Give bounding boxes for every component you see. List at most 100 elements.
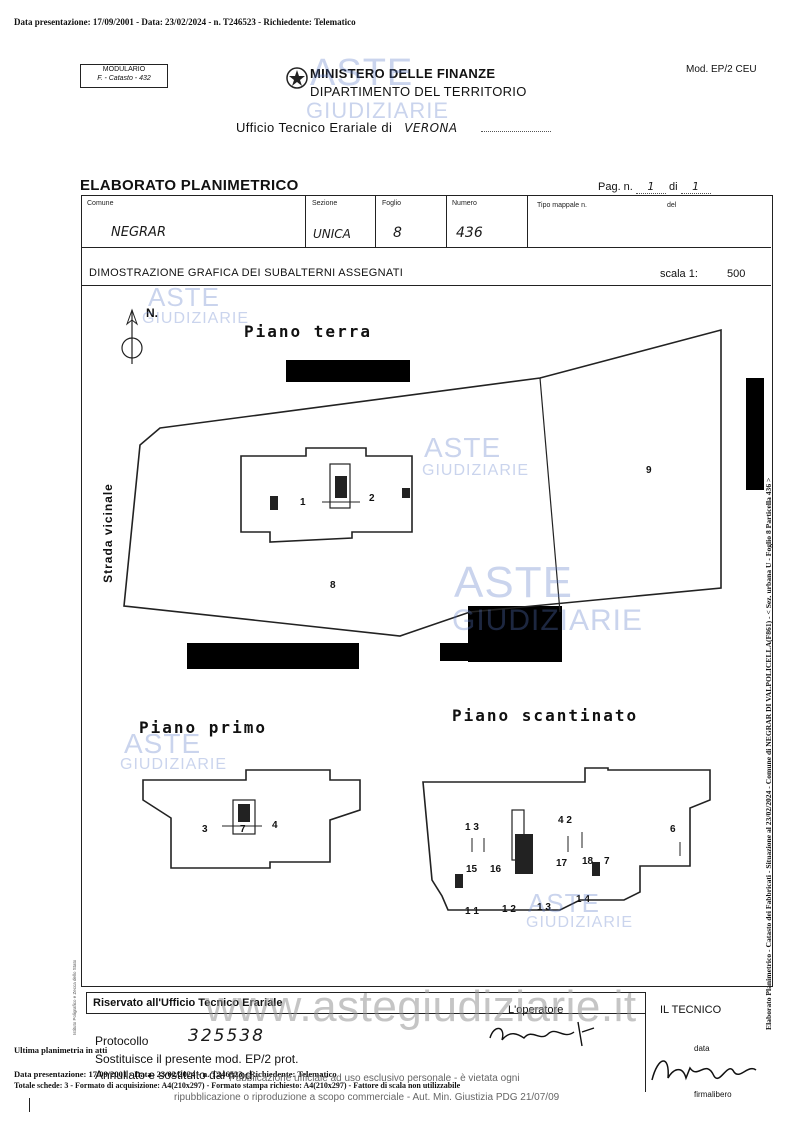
sub-label-17: 17	[556, 858, 568, 869]
sub-label-15: 15	[466, 864, 478, 875]
ufficio-label: Ufficio Tecnico Erariale di	[236, 120, 393, 135]
watermark-giudiziarie: GIUDIZIARIE	[422, 462, 530, 479]
modulario-line1: MODULARIO	[102, 66, 146, 73]
redaction-block	[746, 378, 764, 490]
side-text: Elaborato Planimetrico - Catasto dei Fab…	[764, 477, 773, 1030]
sezione-label: Sezione	[312, 200, 338, 207]
firma-label: firma	[694, 1090, 712, 1099]
libero-label: libero	[712, 1090, 732, 1099]
watermark-giudiziarie: GIUDIZIARIE	[142, 310, 250, 327]
annullato-line: Annullato e sostituito dal mod.	[95, 1068, 256, 1082]
document-title: ELABORATO PLANIMETRICO	[80, 177, 299, 194]
ground-building-outline	[240, 447, 413, 543]
di-label: di	[668, 181, 678, 193]
protocollo-value: 325538	[188, 1026, 265, 1046]
scale: scala 1: 500	[660, 268, 745, 280]
modulario-line2: F. - Catasto - 432	[97, 75, 151, 82]
sub-label-8: 8	[330, 580, 336, 591]
watermark-giudiziarie: GIUDIZIARIE	[120, 756, 228, 773]
data-label: data	[694, 1044, 710, 1053]
basement-outline	[422, 767, 711, 911]
comune-value: NEGRAR	[111, 225, 166, 240]
page-number: Pag. n. 1 di 1	[598, 180, 711, 194]
operatore-label: L'operatore	[508, 1004, 564, 1016]
north-label: N.	[146, 306, 158, 320]
sub-label-6: 6	[670, 824, 676, 835]
pag-label: Pag. n.	[598, 181, 633, 193]
redaction-block	[440, 643, 470, 661]
numero-label: Numero	[452, 200, 477, 207]
sub-label-13b: 1 3	[537, 902, 551, 913]
model-code: Mod. EP/2 CEU	[686, 64, 757, 75]
department-title: DIPARTIMENTO DEL TERRITORIO	[310, 84, 527, 99]
watermark-aste: ASTE	[124, 728, 202, 759]
sub-label-7b: 7	[240, 824, 246, 835]
watermark-giudiziarie: GIUDIZIARIE	[452, 604, 644, 637]
ufficio-dots	[481, 131, 552, 132]
pag-value: 1	[635, 180, 666, 194]
sub-label-11: 1 1	[465, 906, 479, 917]
di-value: 1	[680, 180, 711, 194]
left-vertical-wrapper: Istituto Poligrafico e Zecca dello Stato	[72, 905, 80, 1035]
del-label: del	[667, 202, 677, 209]
watermark-aste: ASTE	[148, 282, 220, 312]
header-line: Data presentazione: 17/09/2001 - Data: 2…	[14, 17, 356, 27]
demo-title: DIMOSTRAZIONE GRAFICA DEI SUBALTERNI ASS…	[89, 267, 404, 279]
sub-label-7: 7	[334, 466, 340, 477]
sub-label-7c: 7	[604, 856, 610, 867]
sezione-value: UNICA	[313, 227, 351, 241]
redaction-block	[468, 606, 562, 662]
sub-label-13: 1 3	[465, 822, 479, 833]
sub-label-18: 18	[582, 856, 594, 867]
ultima-planimetria: Ultima planimetria in atti	[14, 1045, 108, 1055]
sub-label-3: 3	[202, 824, 208, 835]
sostituisce-line: Sostituisce il presente mod. EP/2 prot.	[95, 1052, 299, 1066]
site-url-watermark: www.astegiudiziarie.it	[205, 982, 637, 1031]
sub-label-14: 1 4	[576, 894, 590, 905]
sub-label-1: 1	[300, 497, 306, 508]
numero-value: 436	[456, 225, 483, 241]
parcel-divider	[539, 377, 561, 613]
parcel-outline	[123, 328, 722, 637]
plan-title-primo: Piano primo	[139, 718, 267, 737]
footer-divider	[81, 986, 771, 987]
comune-label: Comune	[87, 200, 114, 207]
sub-label-9: 9	[646, 465, 652, 476]
ufficio-line: Ufficio Tecnico Erariale di VERONA	[236, 120, 552, 135]
tecnico-box	[645, 992, 772, 1092]
tecnico-signature-icon	[651, 1060, 757, 1081]
sub-label-12: 1 2	[502, 904, 516, 915]
field-row: Comune NEGRAR Sezione UNICA Foglio 8 Num…	[81, 195, 771, 248]
ufficio-value: VERONA	[404, 121, 458, 135]
plan-title-scantinato: Piano scantinato	[452, 706, 639, 725]
watermark-aste: ASTE	[528, 888, 600, 918]
scala-label: scala 1:	[660, 268, 698, 280]
protocollo-label: Protocollo	[95, 1034, 149, 1048]
sub-label-4: 4	[272, 820, 278, 831]
watermark-giudiziarie: GIUDIZIARIE	[526, 914, 634, 931]
tipo-label: Tipo mappale n.	[537, 202, 587, 209]
totale-schede: Totale schede: 3 - Formato di acquisizio…	[14, 1081, 461, 1090]
redaction-block	[187, 643, 359, 669]
first-floor-outline	[142, 769, 361, 869]
ministry-title: MINISTERO DELLE FINANZE	[310, 66, 496, 81]
watermark-aste: ASTE	[424, 432, 502, 463]
scala-value: 500	[726, 268, 746, 280]
sub-label-16: 16	[490, 864, 502, 875]
tecnico-label: IL TECNICO	[660, 1004, 722, 1016]
sub-label-42: 4 2	[558, 815, 572, 826]
sub-label-2: 2	[369, 493, 375, 504]
page-tick-mark	[29, 1098, 30, 1112]
watermark-giudiziarie: GIUDIZIARIE	[306, 98, 450, 123]
demo-divider	[81, 285, 771, 286]
road-label: Strada vicinale	[101, 483, 115, 583]
pubblicazione-line2: ripubblicazione o riproduzione a scopo c…	[174, 1092, 560, 1103]
side-text-wrapper: Elaborato Planimetrico - Catasto dei Fab…	[764, 300, 774, 1030]
plan-title-terra: Piano terra	[244, 322, 372, 341]
foglio-value: 8	[393, 225, 402, 241]
bottom-data-line: Data presentazione: 17/09/2001 - Data: 2…	[14, 1069, 337, 1079]
foglio-label: Foglio	[382, 200, 402, 207]
left-vertical-text: Istituto Poligrafico e Zecca dello Stato	[72, 959, 77, 1035]
modulario-box: MODULARIO F. - Catasto - 432	[80, 64, 168, 88]
